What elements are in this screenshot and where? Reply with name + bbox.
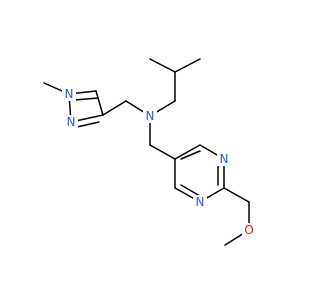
bond (180, 184, 201, 197)
bond (223, 187, 250, 203)
bond (149, 144, 176, 160)
atom-background (143, 109, 157, 123)
bond (95, 90, 104, 116)
bond (149, 58, 176, 73)
molecule-diagram: N N N N N O (43, 58, 256, 246)
pyrimidine-nitrogen-top-label: N (220, 152, 229, 166)
bond (180, 150, 201, 160)
pyrimidine-nitrogen-bottom-label: N (196, 195, 205, 209)
atom-background (62, 87, 76, 101)
atom-label-layer: N N N N N O (62, 87, 256, 237)
pyrazole-nitrogen-1-label: N (65, 87, 74, 101)
ether-oxygen-label: O (244, 223, 253, 237)
atom-background (193, 195, 207, 209)
bond (76, 121, 100, 128)
amine-nitrogen-label: N (146, 109, 155, 123)
atom-background (242, 223, 256, 237)
bond (102, 100, 127, 116)
bond (74, 97, 99, 101)
bond (174, 144, 201, 160)
bond (174, 58, 201, 73)
atom-background (217, 152, 231, 166)
atom-background (64, 115, 78, 129)
pyrazole-nitrogen-2-label: N (67, 115, 76, 129)
